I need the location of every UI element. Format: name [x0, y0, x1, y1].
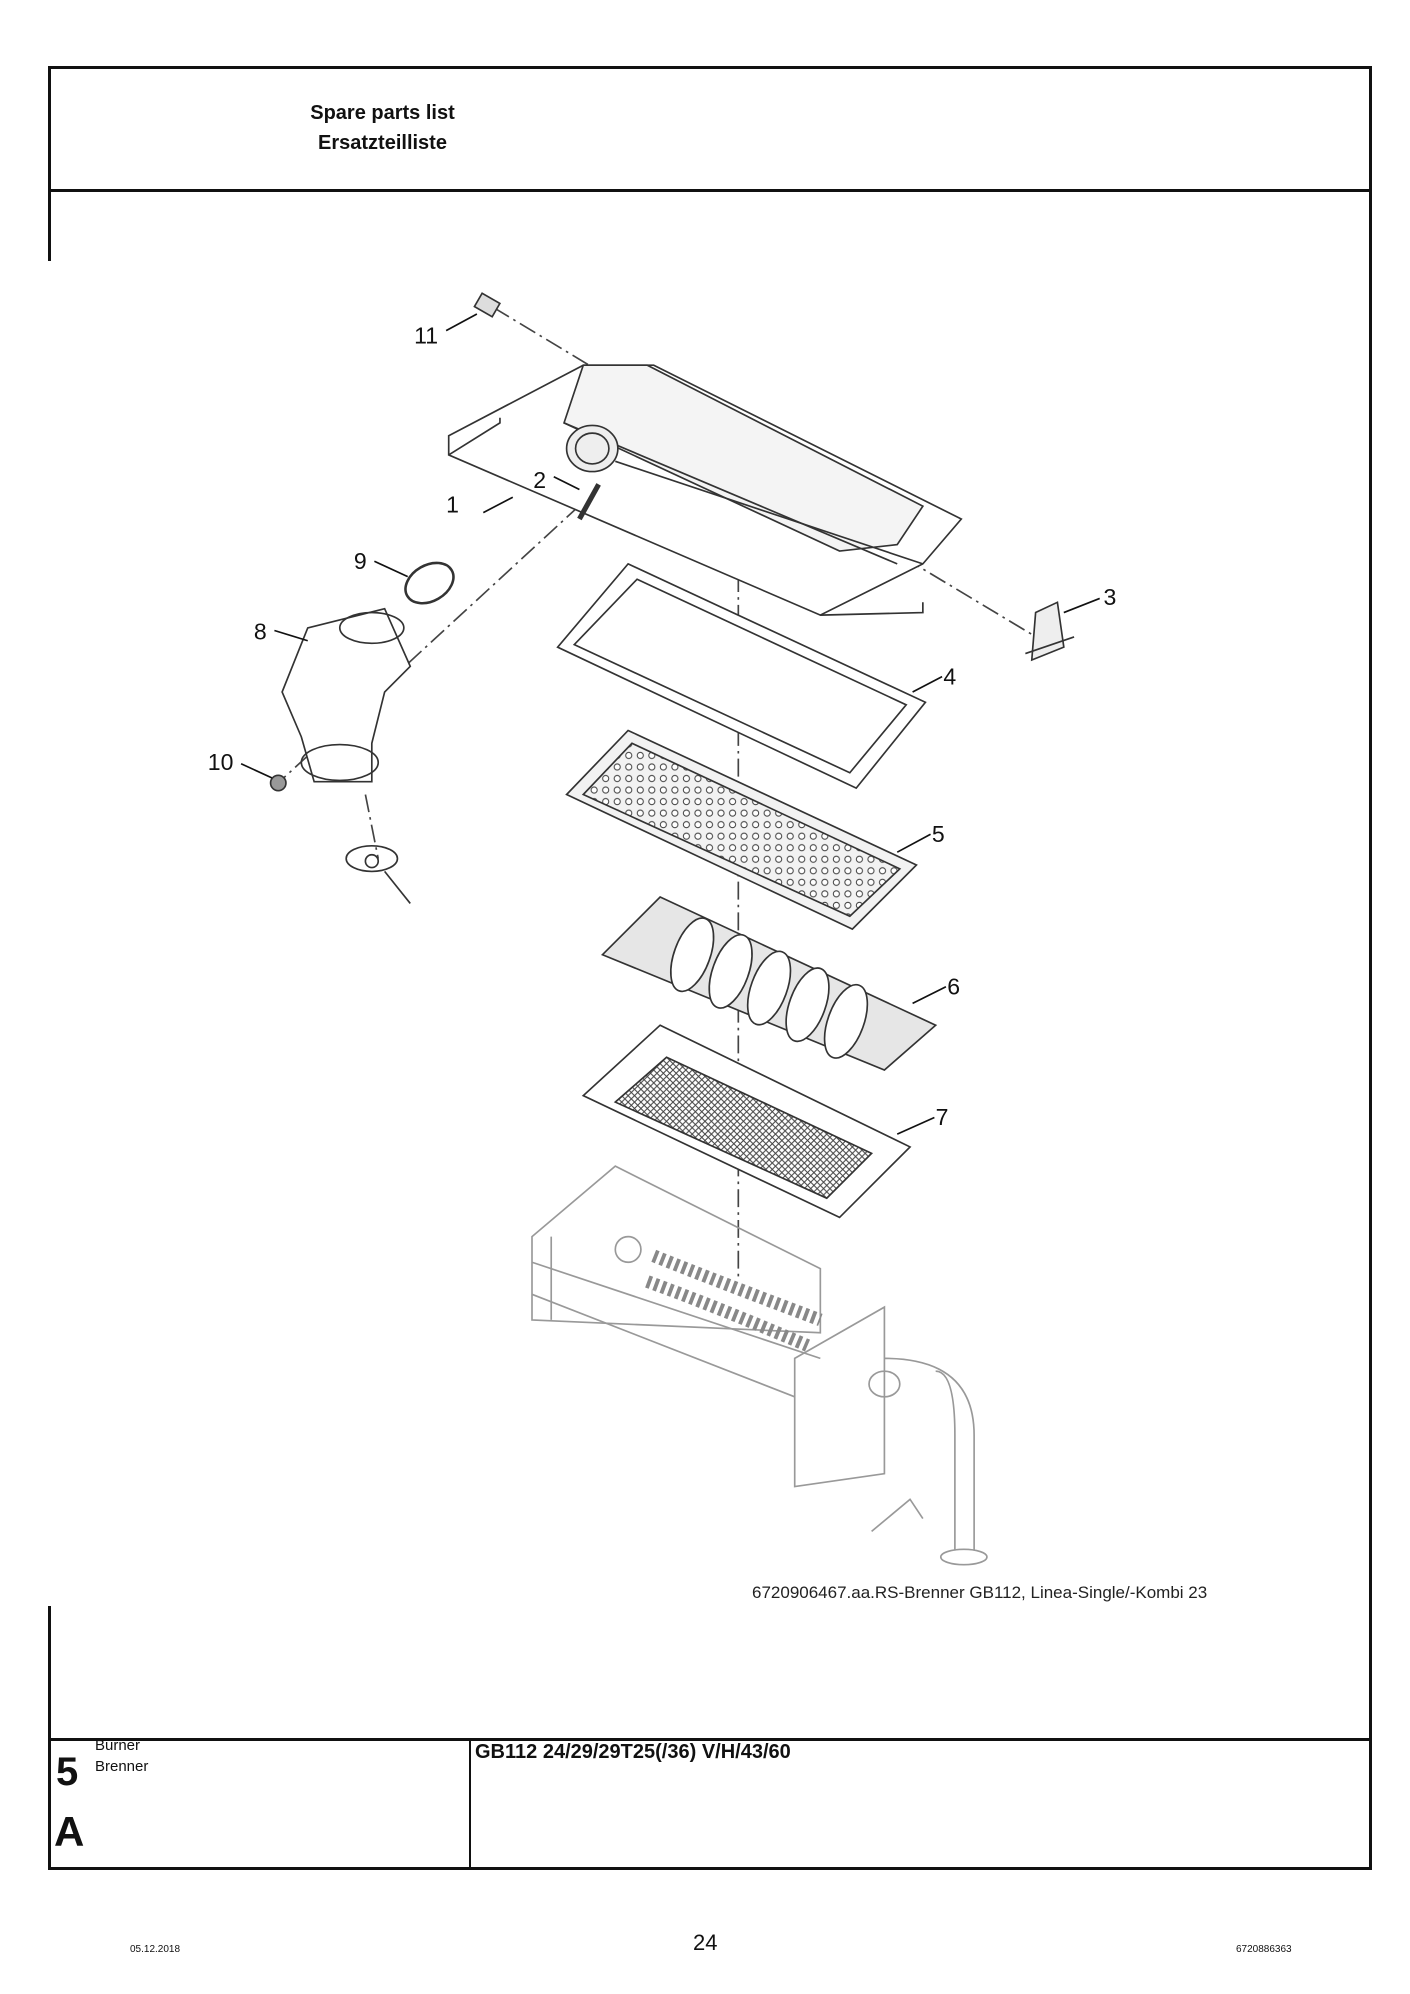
- callout-9: 9: [354, 548, 367, 574]
- part-3-clip: [1025, 601, 1075, 662]
- heat-exchanger: [531, 1165, 988, 1566]
- part-1-burner-housing: [447, 364, 963, 617]
- part-9-o-ring: [404, 561, 455, 605]
- part-6-burner-surface: [601, 896, 938, 1072]
- header-divider: [48, 189, 1372, 192]
- callout-5: 5: [932, 821, 945, 847]
- title-english: Spare parts list: [310, 102, 455, 124]
- leader-lines: [240, 313, 1101, 1135]
- drawing-caption: 6720906467.aa.RS-Brenner GB112, Linea-Si…: [752, 1583, 1208, 1602]
- callout-7: 7: [936, 1104, 949, 1130]
- print-date: 05.12.2018: [130, 1944, 181, 1955]
- callout-6: 6: [947, 973, 960, 999]
- part-7-mesh-frame: [581, 1024, 912, 1219]
- section-name-en: Burner: [95, 1737, 141, 1754]
- section-letter: A: [54, 1808, 85, 1855]
- part-2-pin: [577, 483, 601, 521]
- frame-left-upper: [48, 66, 51, 261]
- part-8-elbow: [281, 607, 412, 904]
- callout-8: 8: [254, 618, 267, 644]
- part-10-nut: [269, 774, 287, 792]
- page-number: 24: [693, 1930, 718, 1955]
- section-number: 5: [56, 1750, 79, 1794]
- callout-10: 10: [208, 749, 234, 775]
- part-4-frame: [556, 562, 927, 790]
- callout-11: 11: [414, 322, 438, 348]
- callout-2: 2: [533, 467, 546, 493]
- title-block-bottom: [48, 1867, 1372, 1870]
- callout-4: 4: [943, 663, 956, 689]
- callout-1: 1: [446, 492, 459, 518]
- part-11-plug: [473, 292, 502, 318]
- document-id: 6720886363: [1236, 1944, 1292, 1955]
- title-german: Ersatzteilliste: [318, 132, 447, 154]
- callout-3: 3: [1104, 584, 1117, 610]
- title-block-divider: [469, 1738, 471, 1869]
- frame-right: [1369, 66, 1372, 1870]
- title-block-top: [48, 1738, 1372, 1741]
- section-name-de: Brenner: [95, 1758, 149, 1775]
- part-5-perforated-plate: [565, 729, 918, 931]
- frame-top: [48, 66, 1372, 69]
- model-designation: GB112 24/29/29T25(/36) V/H/43/60: [475, 1741, 791, 1763]
